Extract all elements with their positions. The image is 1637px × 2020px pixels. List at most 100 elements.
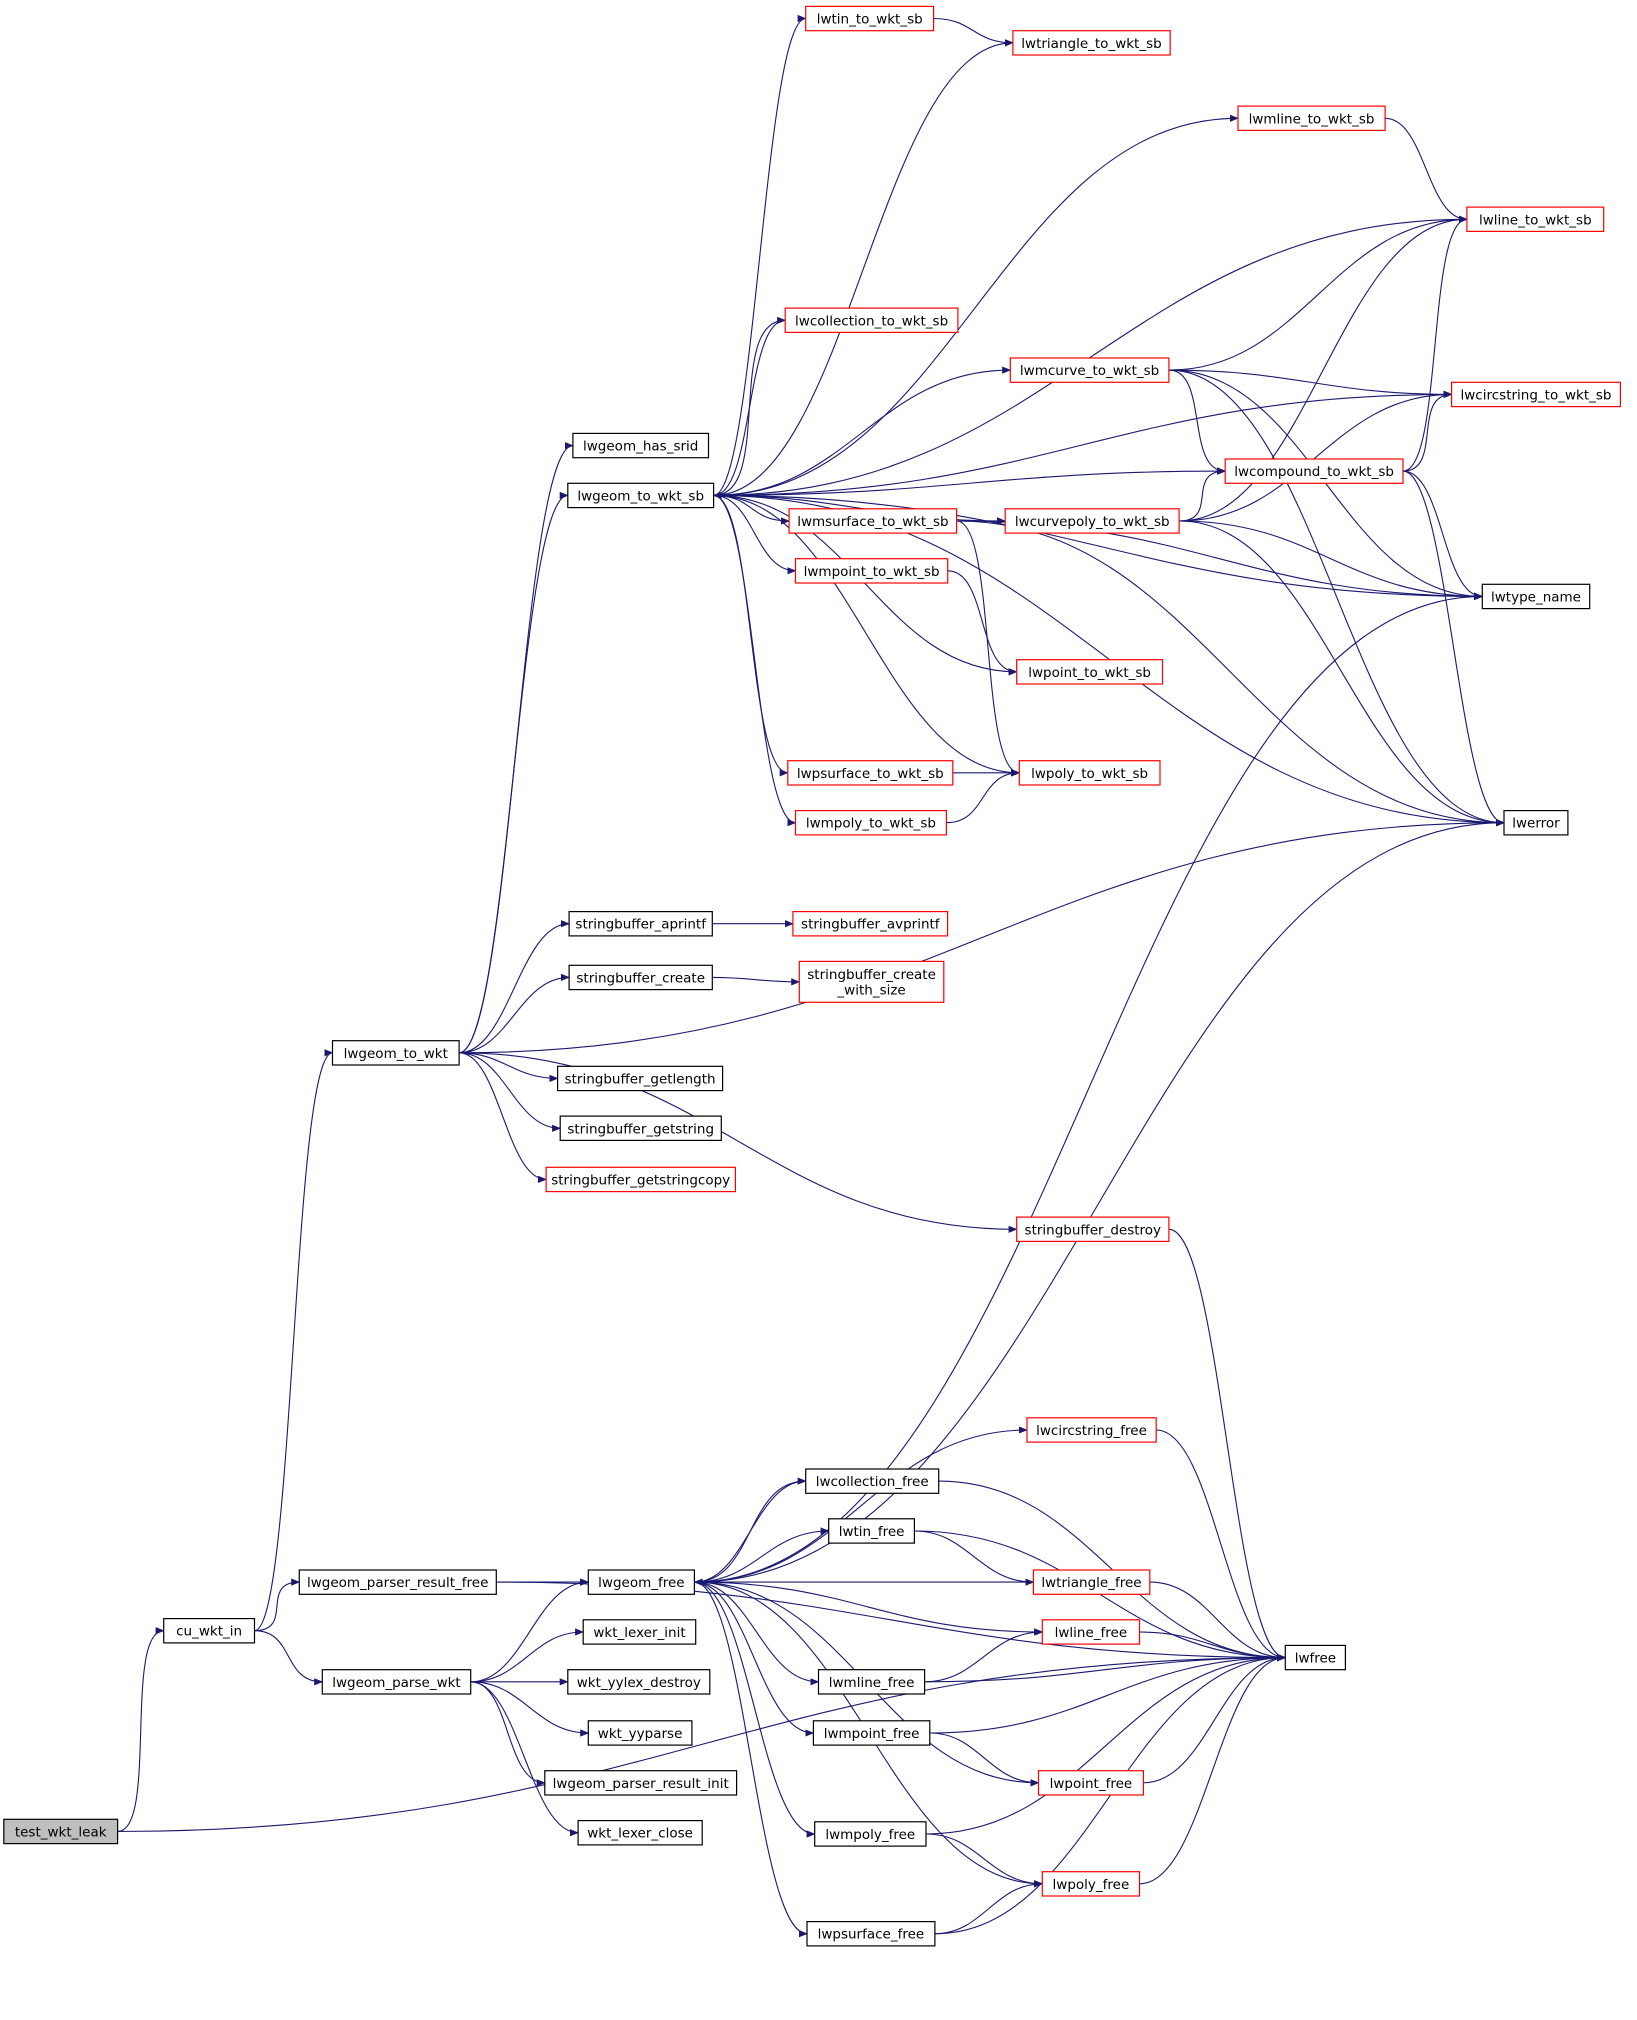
node-lwgeom-to-wkt-sb[interactable]: lwgeom_to_wkt_sb [567,482,715,509]
node-box [794,809,947,836]
edge-lwcurvepoly_to_wkt_sb-to-lwcircstring_to_wkt_sb [1179,390,1453,522]
node-lwpsurface-to-wkt-sb[interactable]: lwpsurface_to_wkt_sb [787,760,954,786]
edge-lwgeom_to_wkt_sb-to-lwpoly_to_wkt_sb [713,494,1021,777]
edge-lwcompound_to_wkt_sb-to-lwerror [1402,470,1505,827]
node-box [3,1818,119,1845]
edge-lwgeom_to_wkt_sb-to-lwpsurface_to_wkt_sb [713,494,789,777]
node-lwmpoly-to-wkt-sb[interactable]: lwmpoly_to_wkt_sb [794,809,947,836]
node-label: stringbuffer_destroy [1025,1222,1162,1238]
node-lwgeom-free[interactable]: lwgeom_free [587,1569,695,1595]
node-lwcircstring-free[interactable]: lwcircstring_free [1026,1417,1157,1443]
edge-lwpoly_free-to-lwfree [1139,1654,1287,1885]
node-lwmline-free[interactable]: lwmline_free [817,1669,926,1695]
edge-cu_wkt_in-to-lwgeom_parser_result_free [254,1578,301,1632]
edge-path [694,1426,1028,1583]
node-stringbuffer-aprintf[interactable]: stringbuffer_aprintf [568,910,713,937]
node-lwmpoint-free[interactable]: lwmpoint_free [812,1720,931,1746]
edge-lwmcurve_to_wkt_sb-to-lwerror [1168,369,1505,827]
node-box [1037,1770,1145,1796]
node-lwgeom-has-srid[interactable]: lwgeom_has_srid [572,432,710,459]
edge-lwmpoint_free-to-lwpoint_free [929,1732,1040,1787]
node-lwcollection-free[interactable]: lwcollection_free [805,1468,940,1494]
node-label: lwgeom_has_srid [583,439,698,455]
edge-lwgeom_to_wkt_sb-to-lwmline_to_wkt_sb [713,114,1239,496]
node-lwline-to-wkt-sb[interactable]: lwline_to_wkt_sb [1466,206,1605,233]
node-label: stringbuffer_create [807,967,936,983]
node-lwcollection-to-wkt-sb[interactable]: lwcollection_to_wkt_sb [784,307,959,334]
node-box [1032,1569,1151,1595]
node-lwpoint-to-wkt-sb[interactable]: lwpoint_to_wkt_sb [1016,659,1164,685]
node-lwmline-to-wkt-sb[interactable]: lwmline_to_wkt_sb [1237,105,1386,131]
edge-cu_wkt_in-to-lwgeom_parse_wkt [254,1630,324,1686]
node-lwtriangle-to-wkt-sb[interactable]: lwtriangle_to_wkt_sb [1012,30,1171,56]
node-stringbuffer-create-with-size[interactable]: stringbuffer_create_with_size [798,960,945,1003]
node-lwgeom-parser-result-init[interactable]: lwgeom_parser_result_init [544,1770,738,1796]
edge-path [470,1628,585,1683]
node-lwtin-free[interactable]: lwtin_free [828,1518,916,1544]
node-label: stringbuffer_getlength [565,1071,716,1087]
node-lwpsurface-free[interactable]: lwpsurface_free [806,1920,936,1947]
node-lwtriangle-free[interactable]: lwtriangle_free [1032,1569,1151,1595]
edge-lwmpoly_free-to-lwpoly_free [925,1833,1044,1888]
node-lwcircstring-to-wkt-sb[interactable]: lwcircstring_to_wkt_sb [1450,381,1621,408]
node-lwcurvepoly-to-wkt-sb[interactable]: lwcurvepoly_to_wkt_sb [1004,508,1180,534]
edge-lwgeom_to_wkt_sb-to-lwtin_to_wkt_sb [713,14,807,496]
node-label: lwpsurface_to_wkt_sb [797,766,944,782]
edge-path [1179,467,1227,522]
edge-lwgeom_free-to-lwpsurface_free [694,1581,808,1938]
node-lwtin-to-wkt-sb[interactable]: lwtin_to_wkt_sb [805,5,935,32]
node-lwmcurve-to-wkt-sb[interactable]: lwmcurve_to_wkt_sb [1009,357,1170,383]
edge-lwgeom_parse_wkt-to-wkt_yyparse [470,1681,590,1737]
node-lwpoly-to-wkt-sb[interactable]: lwpoly_to_wkt_sb [1018,760,1161,786]
edge-path [694,819,1505,1583]
node-box [1016,1216,1170,1242]
edge-lwcollection_free-to-lwgeom_free [693,1480,806,1586]
node-stringbuffer-getlength[interactable]: stringbuffer_getlength [556,1065,724,1092]
node-stringbuffer-getstringcopy[interactable]: stringbuffer_getstringcopy [545,1166,736,1193]
edge-path [459,920,570,1054]
node-lwerror[interactable]: lwerror [1503,809,1569,836]
node-lwcompound-to-wkt-sb[interactable]: lwcompound_to_wkt_sb [1224,458,1404,484]
node-lwline-free[interactable]: lwline_free [1041,1619,1141,1645]
edge-path [924,1628,1044,1683]
node-label: lwgeom_free [598,1575,684,1591]
node-lwpoly-free[interactable]: lwpoly_free [1041,1871,1141,1897]
node-lwgeom-parser-result-free[interactable]: lwgeom_parser_result_free [298,1569,497,1595]
edge-lwmpoly_to_wkt_sb-to-lwpoly_to_wkt_sb [946,769,1021,824]
node-lwgeom-to-wkt[interactable]: lwgeom_to_wkt [331,1040,460,1066]
node-box [814,1821,927,1847]
node-lwmpoly-free[interactable]: lwmpoly_free [814,1821,927,1847]
node-lwpoint-free[interactable]: lwpoint_free [1037,1770,1145,1796]
node-lwfree[interactable]: lwfree [1284,1644,1347,1671]
node-lwmpoint-to-wkt-sb[interactable]: lwmpoint_to_wkt_sb [794,558,949,584]
node-lwgeom-parse-wkt[interactable]: lwgeom_parse_wkt [321,1669,472,1695]
edge-lwmsurface_to_wkt_sb-to-lwerror [956,520,1505,827]
node-stringbuffer-getstring[interactable]: stringbuffer_getstring [559,1115,722,1141]
edge-lwgeom_to_wkt_sb-to-lwtype_name [713,494,1484,600]
node-wkt-yyparse[interactable]: wkt_yyparse [587,1720,693,1746]
edge-path [694,1581,815,1737]
node-stringbuffer-avprintf[interactable]: stringbuffer_avprintf [792,910,949,937]
edge-lwgeom_parse_wkt-to-wkt_lexer_close [470,1681,579,1837]
node-stringbuffer-create[interactable]: stringbuffer_create [568,964,713,991]
node-wkt-lexer-init[interactable]: wkt_lexer_init [582,1619,697,1645]
edge-lwgeom_free-to-lwline_free [694,1581,1044,1636]
edge-path [254,1630,324,1686]
node-wkt-yylex-destroy[interactable]: wkt_yylex_destroy [567,1669,711,1695]
node-label: lwtriangle_free [1041,1575,1141,1591]
node-label: lwmline_to_wkt_sb [1249,111,1375,127]
edge-lwmline_free-to-lwline_free [924,1628,1044,1683]
edge-lwgeom_to_wkt_sb-to-lwline_to_wkt_sb [713,215,1468,496]
node-box [798,960,945,1003]
node-cu-wkt-in[interactable]: cu_wkt_in [163,1617,256,1644]
node-lwtype-name[interactable]: lwtype_name [1481,583,1591,610]
node-stringbuffer-destroy[interactable]: stringbuffer_destroy [1016,1216,1170,1242]
node-lwmsurface-to-wkt-sb[interactable]: lwmsurface_to_wkt_sb [788,508,958,534]
node-box [1012,30,1171,56]
edge-lwmpoint_to_wkt_sb-to-lwpoint_to_wkt_sb [947,570,1018,676]
node-test-wkt-leak[interactable]: test_wkt_leak [3,1818,119,1845]
edge-lwmcurve_to_wkt_sb-to-lwcircstring_to_wkt_sb [1168,369,1453,398]
node-wkt-lexer-close[interactable]: wkt_lexer_close [577,1819,703,1846]
edge-path [924,1654,1287,1683]
